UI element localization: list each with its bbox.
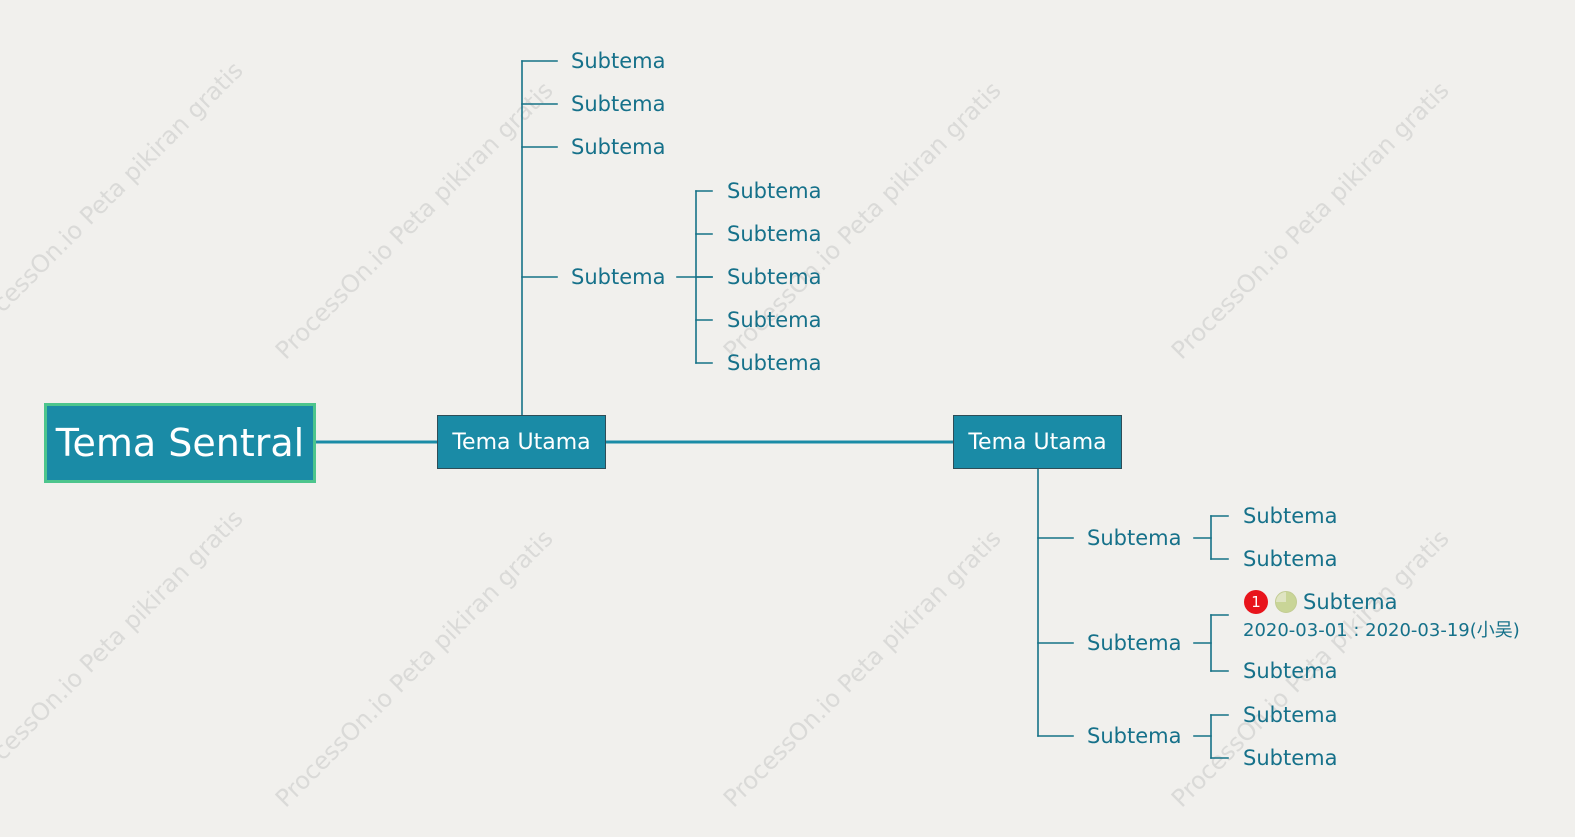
subsubtopic[interactable]: Subtema	[727, 265, 822, 289]
subsubtopic[interactable]: Subtema	[727, 179, 822, 203]
subtopic[interactable]: Subtema	[571, 265, 666, 289]
progress-pie-icon	[1275, 591, 1297, 613]
subsubtopic[interactable]: Subtema	[1243, 659, 1338, 683]
subsubtopic[interactable]: Subtema	[727, 308, 822, 332]
subsubtopic[interactable]: Subtema	[727, 351, 822, 375]
main-topic-1[interactable]: Tema Utama	[437, 415, 606, 469]
priority-value: 1	[1251, 593, 1261, 611]
main-topic-label: Tema Utama	[968, 429, 1107, 455]
subsubtopic[interactable]: Subtema	[1243, 746, 1338, 770]
subtopic[interactable]: Subtema	[1087, 631, 1182, 655]
subtopic[interactable]: Subtema	[571, 49, 666, 73]
subtopic[interactable]: Subtema	[1087, 526, 1182, 550]
subsubtopic[interactable]: Subtema	[727, 222, 822, 246]
task-date-range: 2020-03-01 : 2020-03-19(小吴)	[1243, 620, 1520, 641]
subsubtopic[interactable]: Subtema	[1243, 504, 1338, 528]
subsubtopic[interactable]: Subtema	[1243, 703, 1338, 727]
central-topic-label: Tema Sentral	[55, 421, 305, 465]
subtopic[interactable]: Subtema	[1087, 724, 1182, 748]
main-topic-label: Tema Utama	[452, 429, 591, 455]
central-topic[interactable]: Tema Sentral	[44, 403, 316, 483]
task-subtopic-label[interactable]: Subtema	[1303, 590, 1398, 614]
subtopic[interactable]: Subtema	[571, 92, 666, 116]
main-topic-2[interactable]: Tema Utama	[953, 415, 1122, 469]
priority-1-icon: 1	[1244, 590, 1268, 614]
subtopic[interactable]: Subtema	[571, 135, 666, 159]
subsubtopic[interactable]: Subtema	[1243, 547, 1338, 571]
